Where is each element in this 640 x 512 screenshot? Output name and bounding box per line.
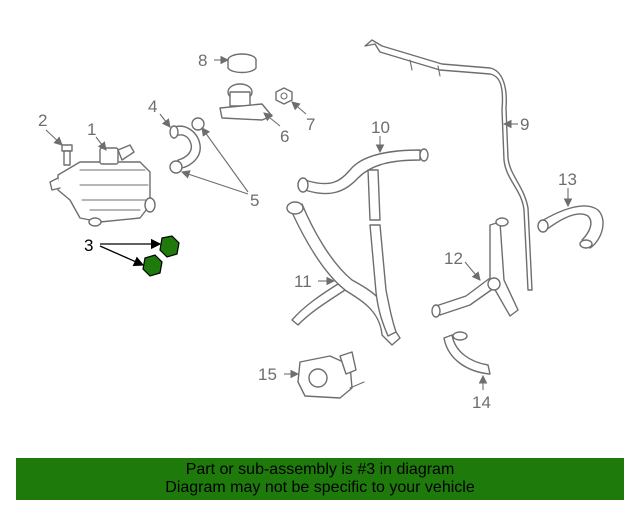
- part-8-cap: [227, 53, 257, 74]
- part-1-coolant-reservoir: [49, 144, 156, 227]
- banner-line-1: Part or sub-assembly is #3 in diagram: [185, 461, 455, 478]
- callout-9: 9: [520, 115, 529, 134]
- part-7-nut: [275, 87, 293, 105]
- part-2-bolt: [61, 144, 73, 166]
- leader-lines: [45, 55, 573, 390]
- callout-2: 2: [38, 111, 47, 130]
- part-4-hose: [169, 125, 201, 169]
- part-6-fitting: [219, 83, 273, 121]
- part-14-hose: [443, 331, 491, 375]
- callout-10: 10: [371, 118, 390, 137]
- callout-12: 12: [444, 249, 463, 268]
- callout-15: 15: [258, 365, 277, 384]
- info-banner: Part or sub-assembly is #3 in diagram Di…: [16, 458, 624, 500]
- part-13-hose: [537, 205, 604, 249]
- callout-5: 5: [250, 191, 259, 210]
- part-12-branch-hose: [431, 217, 519, 318]
- callout-6: 6: [280, 127, 289, 146]
- callout-11: 11: [294, 272, 312, 291]
- callout-4: 4: [148, 97, 157, 116]
- part-15-valve: [297, 351, 365, 399]
- part-5-clamp: [169, 117, 205, 174]
- part-11-hose: [286, 201, 401, 346]
- part-3-cap: [142, 235, 180, 277]
- callout-labels: 1 2 3 4 5 6 7 8 9 10 11 12 13 14 15: [38, 51, 577, 412]
- callout-7: 7: [306, 115, 315, 134]
- callout-14: 14: [472, 393, 491, 412]
- part-9-tube: [364, 39, 533, 291]
- callout-3: 3: [84, 236, 93, 255]
- callout-13: 13: [558, 170, 577, 189]
- callout-1: 1: [87, 120, 96, 139]
- part-10-hose: [297, 148, 429, 221]
- banner-line-2: Diagram may not be specific to your vehi…: [165, 479, 475, 496]
- callout-8: 8: [198, 51, 207, 70]
